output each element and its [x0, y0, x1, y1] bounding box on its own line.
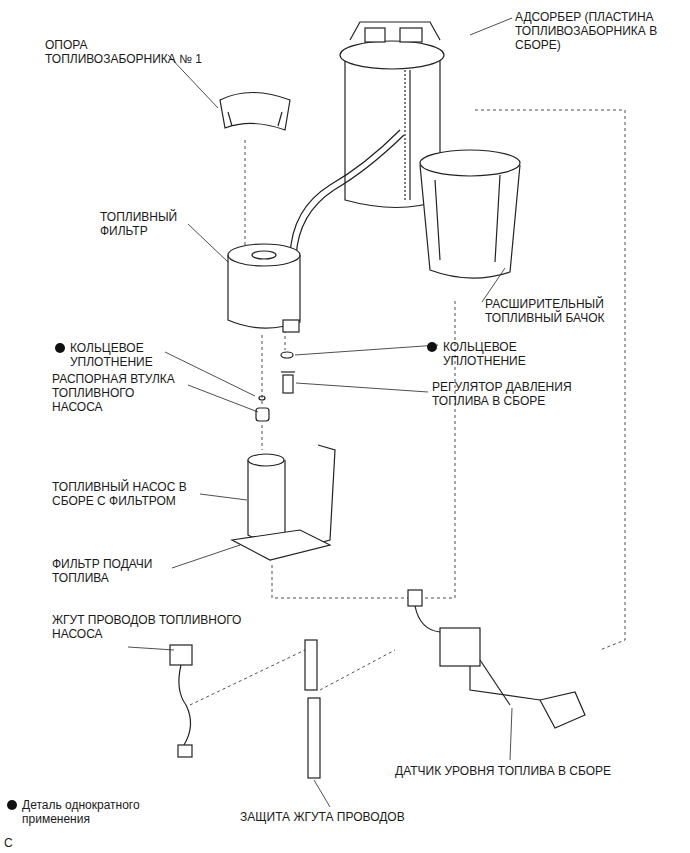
part-label: ФИЛЬТР ПОДАЧИ ТОПЛИВА	[52, 557, 172, 585]
part-label: РАСПОРНАЯ ВТУЛКА ТОПЛИВНОГО НАСОСА	[52, 372, 187, 414]
part-label: ЖГУТ ПРОВОДОВ ТОПЛИВНОГО НАСОСА	[52, 613, 267, 641]
legend-dot	[7, 800, 17, 810]
part-label: ЗАЩИТА ЖГУТА ПРОВОДОВ	[240, 810, 440, 824]
part-label: ТОПЛИВНЫЙ НАСОС В СБОРЕ С ФИЛЬТРОМ	[52, 480, 202, 508]
part-label: КОЛЬЦЕВОЕ УПЛОТНЕНИЕ	[443, 340, 543, 368]
part-label: ТОПЛИВНЫЙ ФИЛЬТР	[100, 210, 190, 238]
part-label: C	[4, 836, 24, 850]
part-label: РЕГУЛЯТОР ДАВЛЕНИЯ ТОПЛИВА В СБОРЕ	[432, 380, 602, 408]
part-label: ДАТЧИК УРОВНЯ ТОПЛИВА В СБОРЕ	[395, 764, 665, 778]
part-label: ОПОРА ТОПЛИВОЗАБОРНИКА № 1	[45, 38, 205, 66]
part-label: РАСШИРИТЕЛЬНЫЙ ТОПЛИВНЫЙ БАЧОК	[485, 297, 625, 325]
legend-text: Деталь однократного применения	[22, 798, 162, 826]
part-label: АДСОРБЕР (ПЛАСТИНА ТОПЛИВОЗАБОРНИКА В СБ…	[515, 10, 665, 52]
part-label: КОЛЬЦЕВОЕ УПЛОТНЕНИЕ	[70, 341, 165, 369]
